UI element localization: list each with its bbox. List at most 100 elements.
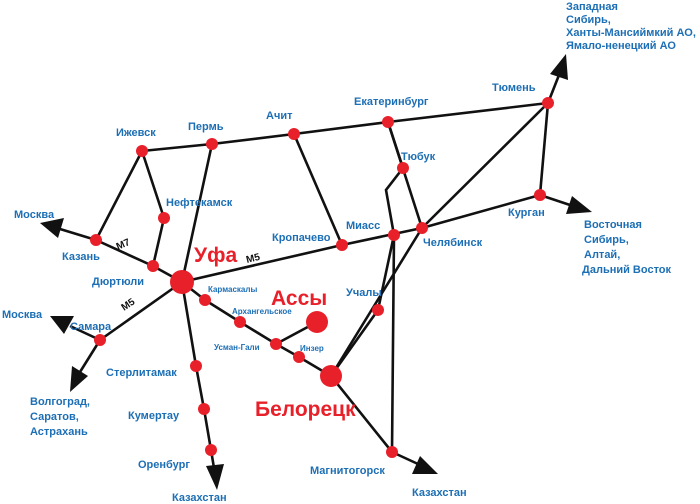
label-kazakhstan-1: Казахстан <box>172 492 227 504</box>
road-perm-achit <box>210 132 296 146</box>
marker-dyurtyuli[interactable] <box>147 260 159 272</box>
road-ufa-miass <box>180 243 344 284</box>
arrow-head-moscow-2 <box>50 316 74 334</box>
road-tyumen-kurgan <box>538 101 550 197</box>
arrow-head-kazakhstan-1 <box>206 464 224 490</box>
road-ufa-samara <box>98 280 184 342</box>
marker-tyubuk[interactable] <box>397 162 409 174</box>
road-neftekamsk-dyurtyuli <box>151 216 166 268</box>
arrow-head-east-siberia <box>566 196 592 214</box>
marker-samara[interactable] <box>94 334 106 346</box>
marker-izhevsk[interactable] <box>136 145 148 157</box>
arrow-line-volga <box>78 339 102 373</box>
marker-arkhangelskoe[interactable] <box>234 316 246 328</box>
marker-tyumen[interactable] <box>542 97 554 109</box>
label-tyubuk: Тюбук <box>401 151 436 163</box>
marker-kropachevo[interactable] <box>336 239 348 251</box>
label-west-siberia-4: Ямало-ненецкий АО <box>566 40 676 52</box>
marker-neftekamsk[interactable] <box>158 212 170 224</box>
road-chelyabinsk-beloretsk <box>329 226 424 378</box>
road-label-m7: М7 <box>115 237 133 253</box>
marker-kumertau[interactable] <box>198 403 210 415</box>
road-kazan-dyurtyuli <box>94 238 155 268</box>
road-achit-miass <box>292 132 344 247</box>
road-kumertau-orenburg <box>202 407 213 452</box>
road-izhevsk-kazan <box>94 149 144 242</box>
label-magnitogorsk: Магнитогорск <box>310 465 385 477</box>
label-tyumen: Тюмень <box>492 82 536 94</box>
marker-achit[interactable] <box>288 128 300 140</box>
label-perm: Пермь <box>188 121 224 133</box>
road-izhevsk-neftekamsk <box>140 149 166 220</box>
label-arkhangelskoe: Архангельское <box>232 307 292 316</box>
label-karmaskaly: Кармаскалы <box>208 285 257 294</box>
label-izhevsk: Ижевск <box>116 127 156 139</box>
arrow-line-moscow-1 <box>59 227 97 242</box>
label-samara: Самара <box>70 321 112 333</box>
label-moscow-2: Москва <box>2 309 43 321</box>
road-network <box>94 101 550 454</box>
arrow-head-kazakhstan-2 <box>412 456 438 474</box>
road-izhevsk-perm <box>140 142 214 153</box>
road-chelyabinsk-kurgan <box>420 193 542 230</box>
marker-miass[interactable] <box>388 229 400 241</box>
label-ufa: Уфа <box>194 244 237 267</box>
label-east-siberia-2: Сибирь, <box>584 234 629 246</box>
label-kazan: Казань <box>62 251 100 263</box>
arrow-head-moscow-1 <box>40 218 64 238</box>
label-miass: Миасс <box>346 220 380 232</box>
label-west-siberia-2: Сибирь, <box>566 14 611 26</box>
marker-inzer[interactable] <box>293 351 305 363</box>
road-ekaterinburg-tyumen <box>386 101 550 124</box>
marker-orenburg[interactable] <box>205 444 217 456</box>
label-kropachevo: Кропачево <box>272 232 331 244</box>
marker-kurgan[interactable] <box>534 189 546 201</box>
label-kumertau: Кумертау <box>128 410 180 422</box>
road-perm-ufa <box>180 142 214 284</box>
marker-perm[interactable] <box>206 138 218 150</box>
road-ufa-sterlitamak <box>180 280 198 368</box>
city-labels: Уфа Ассы Белорецк Ижевск Пермь Ачит Екат… <box>62 82 545 477</box>
label-beloretsk: Белорецк <box>255 398 356 421</box>
marker-magnitogorsk[interactable] <box>386 446 398 458</box>
marker-beloretsk[interactable] <box>320 365 342 387</box>
label-chelyabinsk: Челябинск <box>423 237 483 249</box>
label-kazakhstan-2: Казахстан <box>412 487 467 499</box>
marker-ufa[interactable] <box>170 270 194 294</box>
label-kurgan: Курган <box>508 207 545 219</box>
marker-sterlitamak[interactable] <box>190 360 202 372</box>
label-inzer: Инзер <box>300 344 324 353</box>
marker-karmaskaly[interactable] <box>199 294 211 306</box>
marker-kazan[interactable] <box>90 234 102 246</box>
road-label-m5-east: М5 <box>245 252 262 266</box>
arrow-head-west-siberia <box>550 54 568 80</box>
road-beloretsk-magnitogorsk <box>329 374 394 454</box>
label-orenburg: Оренбург <box>138 459 190 471</box>
marker-usman-gali[interactable] <box>270 338 282 350</box>
direction-arrows <box>40 54 592 490</box>
marker-chelyabinsk[interactable] <box>416 222 428 234</box>
label-ekaterinburg: Екатеринбург <box>354 96 429 108</box>
label-uchaly: Учалы <box>346 287 382 299</box>
label-volga-3: Астрахань <box>30 426 88 438</box>
marker-uchaly[interactable] <box>372 304 384 316</box>
label-volga-2: Саратов, <box>30 411 79 423</box>
road-ekaterinburg-tyubuk <box>386 120 405 170</box>
marker-assy[interactable] <box>306 311 328 333</box>
label-west-siberia-3: Ханты-Мансиймкий АО, <box>566 27 696 39</box>
label-east-siberia-3: Алтай, <box>584 249 620 261</box>
label-achit: Ачит <box>266 110 293 122</box>
label-west-siberia-1: Западная <box>566 1 618 13</box>
road-label-m5-west: М5 <box>120 296 138 313</box>
road-arkhangelskoe-usman <box>238 320 278 346</box>
road-karmaskaly-arkhangelskoe <box>203 298 242 324</box>
label-dyurtyuli: Дюртюли <box>92 276 144 288</box>
city-markers <box>90 97 554 458</box>
label-sterlitamak: Стерлитамак <box>106 367 177 379</box>
marker-ekaterinburg[interactable] <box>382 116 394 128</box>
road-tyubuk-magnitogorsk <box>384 166 405 454</box>
label-volga-1: Волгоград, <box>30 396 90 408</box>
label-neftekamsk: Нефтекамск <box>166 197 233 209</box>
